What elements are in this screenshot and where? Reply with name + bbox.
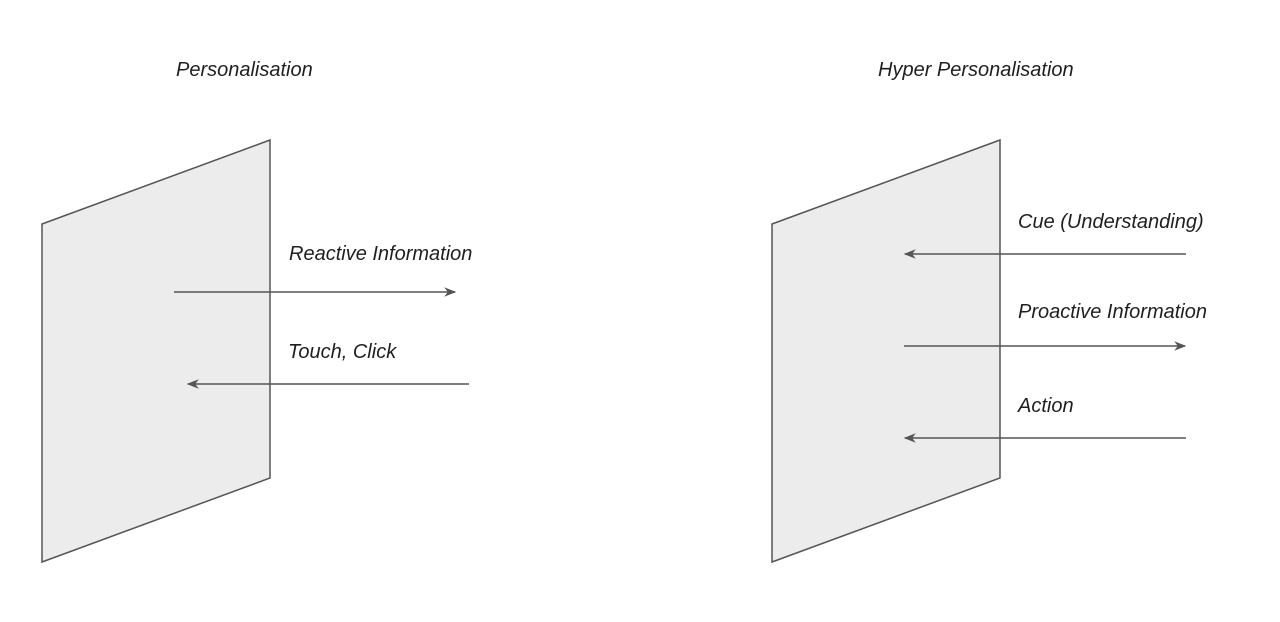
action-label: Action [1018, 395, 1074, 417]
proactive-information-label: Proactive Information [1018, 301, 1207, 323]
touch-click-label: Touch, Click [288, 341, 397, 363]
cue-understanding-label: Cue (Understanding) [1018, 211, 1204, 233]
right-screen-plane [771, 138, 1001, 564]
right-panel-title: Hyper Personalisation [878, 59, 1074, 81]
reactive-information-label: Reactive Information [289, 243, 473, 265]
left-screen-plane [41, 138, 271, 564]
left-panel-title: Personalisation [176, 59, 313, 81]
